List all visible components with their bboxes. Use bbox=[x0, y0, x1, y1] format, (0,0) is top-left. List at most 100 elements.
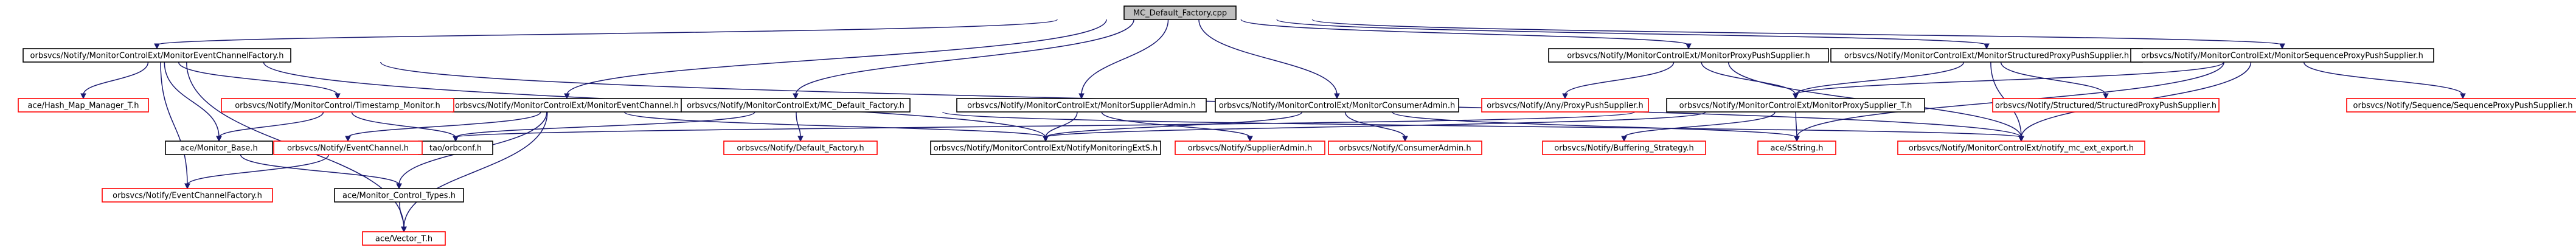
node-sa[interactable]: orbsvcs/Notify/SupplierAdmin.h bbox=[1175, 141, 1325, 155]
edge-mcdf-to-ndf bbox=[796, 111, 801, 138]
edge-mpst-to-buf bbox=[1623, 111, 1776, 138]
edge-mpst-to-nmex bbox=[1045, 111, 1706, 138]
node-box bbox=[1897, 141, 2145, 155]
node-label: orbsvcs/Notify/SupplierAdmin.h bbox=[1188, 144, 1313, 153]
node-label: ace/Monitor_Control_Types.h bbox=[342, 192, 456, 201]
edge-mct-to-vec bbox=[399, 201, 404, 229]
edge-root-to-mec bbox=[566, 19, 1107, 95]
node-ca[interactable]: orbsvcs/Notify/ConsumerAdmin.h bbox=[1328, 141, 1482, 155]
node-box bbox=[2130, 48, 2434, 63]
arrowhead-mecf-to-hash bbox=[80, 93, 86, 100]
node-label: orbsvcs/Notify/MonitorControlExt/Monitor… bbox=[1567, 52, 1810, 61]
node-mca[interactable]: orbsvcs/Notify/MonitorControlExt/Monitor… bbox=[1215, 98, 1459, 113]
node-mseq[interactable]: orbsvcs/Notify/MonitorControlExt/Monitor… bbox=[2130, 48, 2434, 63]
node-mct[interactable]: ace/Monitor_Control_Types.h bbox=[334, 188, 464, 203]
edge-root-to-mca bbox=[1198, 19, 1338, 95]
node-box bbox=[1757, 141, 1836, 155]
arrowhead-mec-to-mct bbox=[396, 183, 402, 190]
edge-mecf-to-mbase bbox=[164, 61, 220, 138]
arrowhead-root-to-mseq bbox=[2279, 43, 2285, 50]
node-ecf[interactable]: orbsvcs/Notify/EventChannelFactory.h bbox=[102, 188, 273, 203]
node-label: orbsvcs/Notify/MonitorControl/Timestamp_… bbox=[235, 102, 440, 111]
node-box bbox=[273, 141, 423, 155]
node-label: orbsvcs/Notify/Buffering_Strategy.h bbox=[1554, 144, 1693, 153]
node-ts[interactable]: orbsvcs/Notify/MonitorControl/Timestamp_… bbox=[221, 98, 454, 113]
arrowhead-msa-to-sa bbox=[1247, 136, 1253, 142]
arrowhead-root-to-msa bbox=[1078, 93, 1085, 100]
node-sstr[interactable]: ace/SString.h bbox=[1757, 141, 1836, 155]
node-label: orbsvcs/Notify/EventChannelFactory.h bbox=[113, 192, 262, 201]
node-nmex[interactable]: orbsvcs/Notify/MonitorControlExt/NotifyM… bbox=[930, 141, 1161, 155]
node-mec[interactable]: orbsvcs/Notify/MonitorControlExt/Monitor… bbox=[452, 98, 682, 113]
node-mpst[interactable]: orbsvcs/Notify/MonitorControlExt/Monitor… bbox=[1666, 98, 1925, 113]
node-label: MC_Default_Factory.cpp bbox=[1133, 9, 1227, 18]
node-box bbox=[1328, 141, 1482, 155]
node-mbase[interactable]: ace/Monitor_Base.h bbox=[165, 141, 273, 155]
arrowhead-mpst-to-sstr bbox=[1794, 136, 1800, 142]
arrowhead-ec-to-ecf bbox=[184, 183, 190, 190]
edge-mpst-to-sstr bbox=[1795, 111, 1797, 138]
node-box bbox=[1548, 48, 1829, 63]
node-msa[interactable]: orbsvcs/Notify/MonitorControlExt/Monitor… bbox=[956, 98, 1207, 113]
arrowhead-mec-to-vec bbox=[401, 226, 407, 233]
node-box bbox=[723, 141, 878, 155]
node-buf[interactable]: orbsvcs/Notify/Buffering_Strategy.h bbox=[1542, 141, 1706, 155]
node-label: orbsvcs/Notify/MonitorControlExt/notify_… bbox=[1909, 144, 2134, 153]
node-vec[interactable]: ace/Vector_T.h bbox=[362, 231, 446, 246]
node-msps[interactable]: orbsvcs/Notify/MonitorControlExt/Monitor… bbox=[1830, 48, 2143, 63]
node-ec[interactable]: orbsvcs/Notify/EventChannel.h bbox=[273, 141, 423, 155]
node-box bbox=[221, 98, 454, 113]
node-sps[interactable]: orbsvcs/Notify/Structured/StructuredProx… bbox=[1992, 98, 2220, 113]
edge-mseq-to-seq bbox=[2303, 61, 2463, 95]
node-box bbox=[1666, 98, 1925, 113]
node-ndf[interactable]: orbsvcs/Notify/Default_Factory.h bbox=[723, 141, 878, 155]
node-hash[interactable]: ace/Hash_Map_Manager_T.h bbox=[18, 98, 149, 113]
edge-mcdf-to-nme bbox=[942, 111, 2022, 138]
node-seq[interactable]: orbsvcs/Notify/Sequence/SequenceProxyPus… bbox=[2346, 98, 2576, 113]
node-box bbox=[681, 98, 911, 113]
node-box bbox=[1542, 141, 1706, 155]
arrowhead-root-to-mec bbox=[564, 93, 570, 100]
node-label: orbsvcs/Notify/MonitorControlExt/NotifyM… bbox=[934, 144, 1158, 153]
edge-ec-to-ecf bbox=[187, 154, 330, 186]
arrowhead-mseq-to-mpst bbox=[1793, 93, 1799, 100]
edge-mecf-to-ecf bbox=[160, 61, 188, 186]
arrowhead-mseq-to-nme bbox=[2018, 136, 2024, 142]
node-nme[interactable]: orbsvcs/Notify/MonitorControlExt/notify_… bbox=[1897, 141, 2145, 155]
node-box bbox=[1123, 5, 1237, 20]
node-box bbox=[2346, 98, 2576, 113]
arrowhead-mca-to-ca bbox=[1402, 136, 1408, 142]
node-label: orbsvcs/Notify/MonitorControlExt/Monitor… bbox=[455, 102, 679, 111]
arrowhead-root-to-msps bbox=[1984, 43, 1990, 50]
arrowhead-root-to-mpps bbox=[1686, 43, 1692, 50]
edge-mpst-to-tao bbox=[455, 111, 1636, 138]
node-mecf[interactable]: orbsvcs/Notify/MonitorControlExt/Monitor… bbox=[23, 48, 291, 63]
node-label: orbsvcs/Notify/MonitorControlExt/Monitor… bbox=[30, 52, 284, 61]
node-box bbox=[362, 231, 446, 246]
edge-mca-to-nmex bbox=[1045, 111, 1303, 138]
edge-mcdf-to-tao bbox=[455, 111, 755, 138]
edge-msps-to-sps bbox=[2000, 61, 2106, 95]
node-any[interactable]: orbsvcs/Notify/Any/ProxyPushSupplier.h bbox=[1481, 98, 1649, 113]
arrowhead-root-to-mecf bbox=[154, 43, 160, 50]
node-label: ace/Vector_T.h bbox=[375, 235, 432, 244]
arrowhead-mseq-to-seq bbox=[2460, 93, 2466, 100]
node-mpps[interactable]: orbsvcs/Notify/MonitorControlExt/Monitor… bbox=[1548, 48, 1829, 63]
node-label: orbsvcs/Notify/MonitorControlExt/Monitor… bbox=[967, 102, 1196, 111]
node-box bbox=[1481, 98, 1649, 113]
node-root[interactable]: MC_Default_Factory.cpp bbox=[1123, 5, 1237, 20]
arrowhead-mecf-to-ts bbox=[335, 93, 341, 100]
node-mcdf[interactable]: orbsvcs/Notify/MonitorControlExt/MC_Defa… bbox=[681, 98, 911, 113]
edge-mpps-to-mpst bbox=[1701, 61, 1796, 95]
edge-mecf-to-ts bbox=[178, 61, 338, 95]
node-label: orbsvcs/Notify/MonitorControlExt/Monitor… bbox=[1219, 102, 1455, 111]
edge-root-to-mseq bbox=[1311, 19, 2283, 46]
arrowhead-mcdf-to-ndf bbox=[797, 136, 804, 142]
edge-root-to-msps bbox=[1276, 19, 1987, 46]
node-label: ace/Hash_Map_Manager_T.h bbox=[28, 102, 139, 111]
arrowhead-msps-to-sps bbox=[2103, 93, 2109, 100]
node-box bbox=[1992, 98, 2220, 113]
node-tao[interactable]: tao/orbconf.h bbox=[418, 141, 493, 155]
edge-mseq-to-mpst bbox=[1795, 61, 2224, 95]
node-label: orbsvcs/Notify/MonitorControlExt/Monitor… bbox=[1844, 52, 2129, 61]
